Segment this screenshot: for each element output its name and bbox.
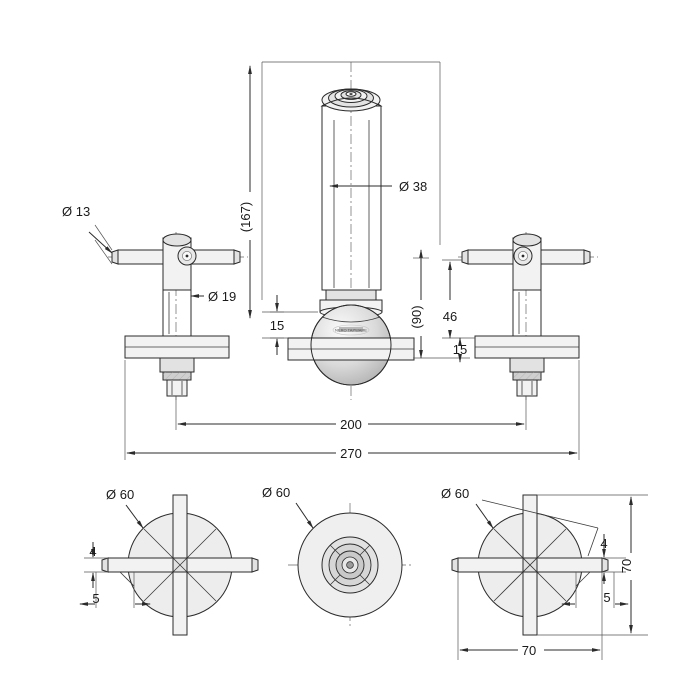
dim-lever-offset-left: 5: [92, 591, 99, 606]
dim-overall-width: 270: [340, 446, 362, 461]
dim-spout-projection-height: 15: [270, 318, 284, 333]
dim-lever-span-right: 70: [619, 559, 634, 573]
dim-lever-thickness-left: 4: [89, 544, 96, 559]
dimension-labels: Ø 38 Ø 13 Ø 19 (167) 15 (90) 46 15 200 2…: [62, 179, 634, 658]
dim-handle-offset-height: (90): [409, 305, 424, 328]
plan-view-left-handle: [79, 494, 259, 636]
dim-centre-spread: 200: [340, 417, 362, 432]
plan-view-right-handle: [451, 494, 648, 660]
dim-handle-body-diameter: Ø 19: [208, 289, 236, 304]
dim-lever-thickness-right: 4: [600, 536, 607, 551]
dim-handle-stem-diameter: Ø 13: [62, 204, 90, 219]
elevation-handle-right: [458, 232, 598, 400]
dim-spout-diameter: Ø 38: [399, 179, 427, 194]
dim-handle-base-height: 15: [453, 342, 467, 357]
elevation-spout: NERO TAPWARE: [287, 62, 415, 400]
dim-lever-offset-right: 5: [603, 590, 610, 605]
dim-overall-height: (167): [238, 202, 253, 232]
dim-flange-diameter-right: Ø 60: [441, 486, 469, 501]
dim-flange-diameter-left: Ø 60: [106, 487, 134, 502]
dim-handle-height: 46: [443, 309, 457, 324]
plan-view-spout: [288, 502, 412, 627]
dim-lever-width-right: 70: [522, 643, 536, 658]
svg-text:NERO TAPWARE: NERO TAPWARE: [335, 328, 367, 333]
elevation-handle-left: [108, 232, 248, 400]
dim-flange-diameter-centre: Ø 60: [262, 485, 290, 500]
elevation-dimension-lines: [88, 61, 580, 460]
